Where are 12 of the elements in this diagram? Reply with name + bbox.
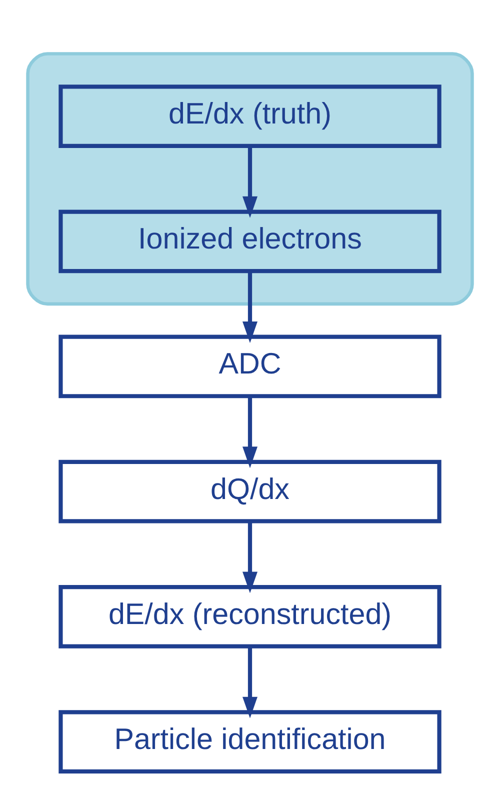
node-box: ADC xyxy=(58,334,442,398)
arrow xyxy=(242,520,258,593)
node-box: dE/dx (reconstructed) xyxy=(58,584,442,648)
arrow xyxy=(242,646,258,718)
cluster xyxy=(26,52,474,306)
arrow xyxy=(242,270,258,342)
node-box: dQ/dx xyxy=(58,459,442,523)
node-box: Particle identification xyxy=(58,710,442,773)
node-box: dE/dx (truth) xyxy=(58,84,442,148)
arrow xyxy=(242,146,258,218)
arrow xyxy=(242,396,258,468)
node-box: Ionized electrons xyxy=(58,209,442,273)
